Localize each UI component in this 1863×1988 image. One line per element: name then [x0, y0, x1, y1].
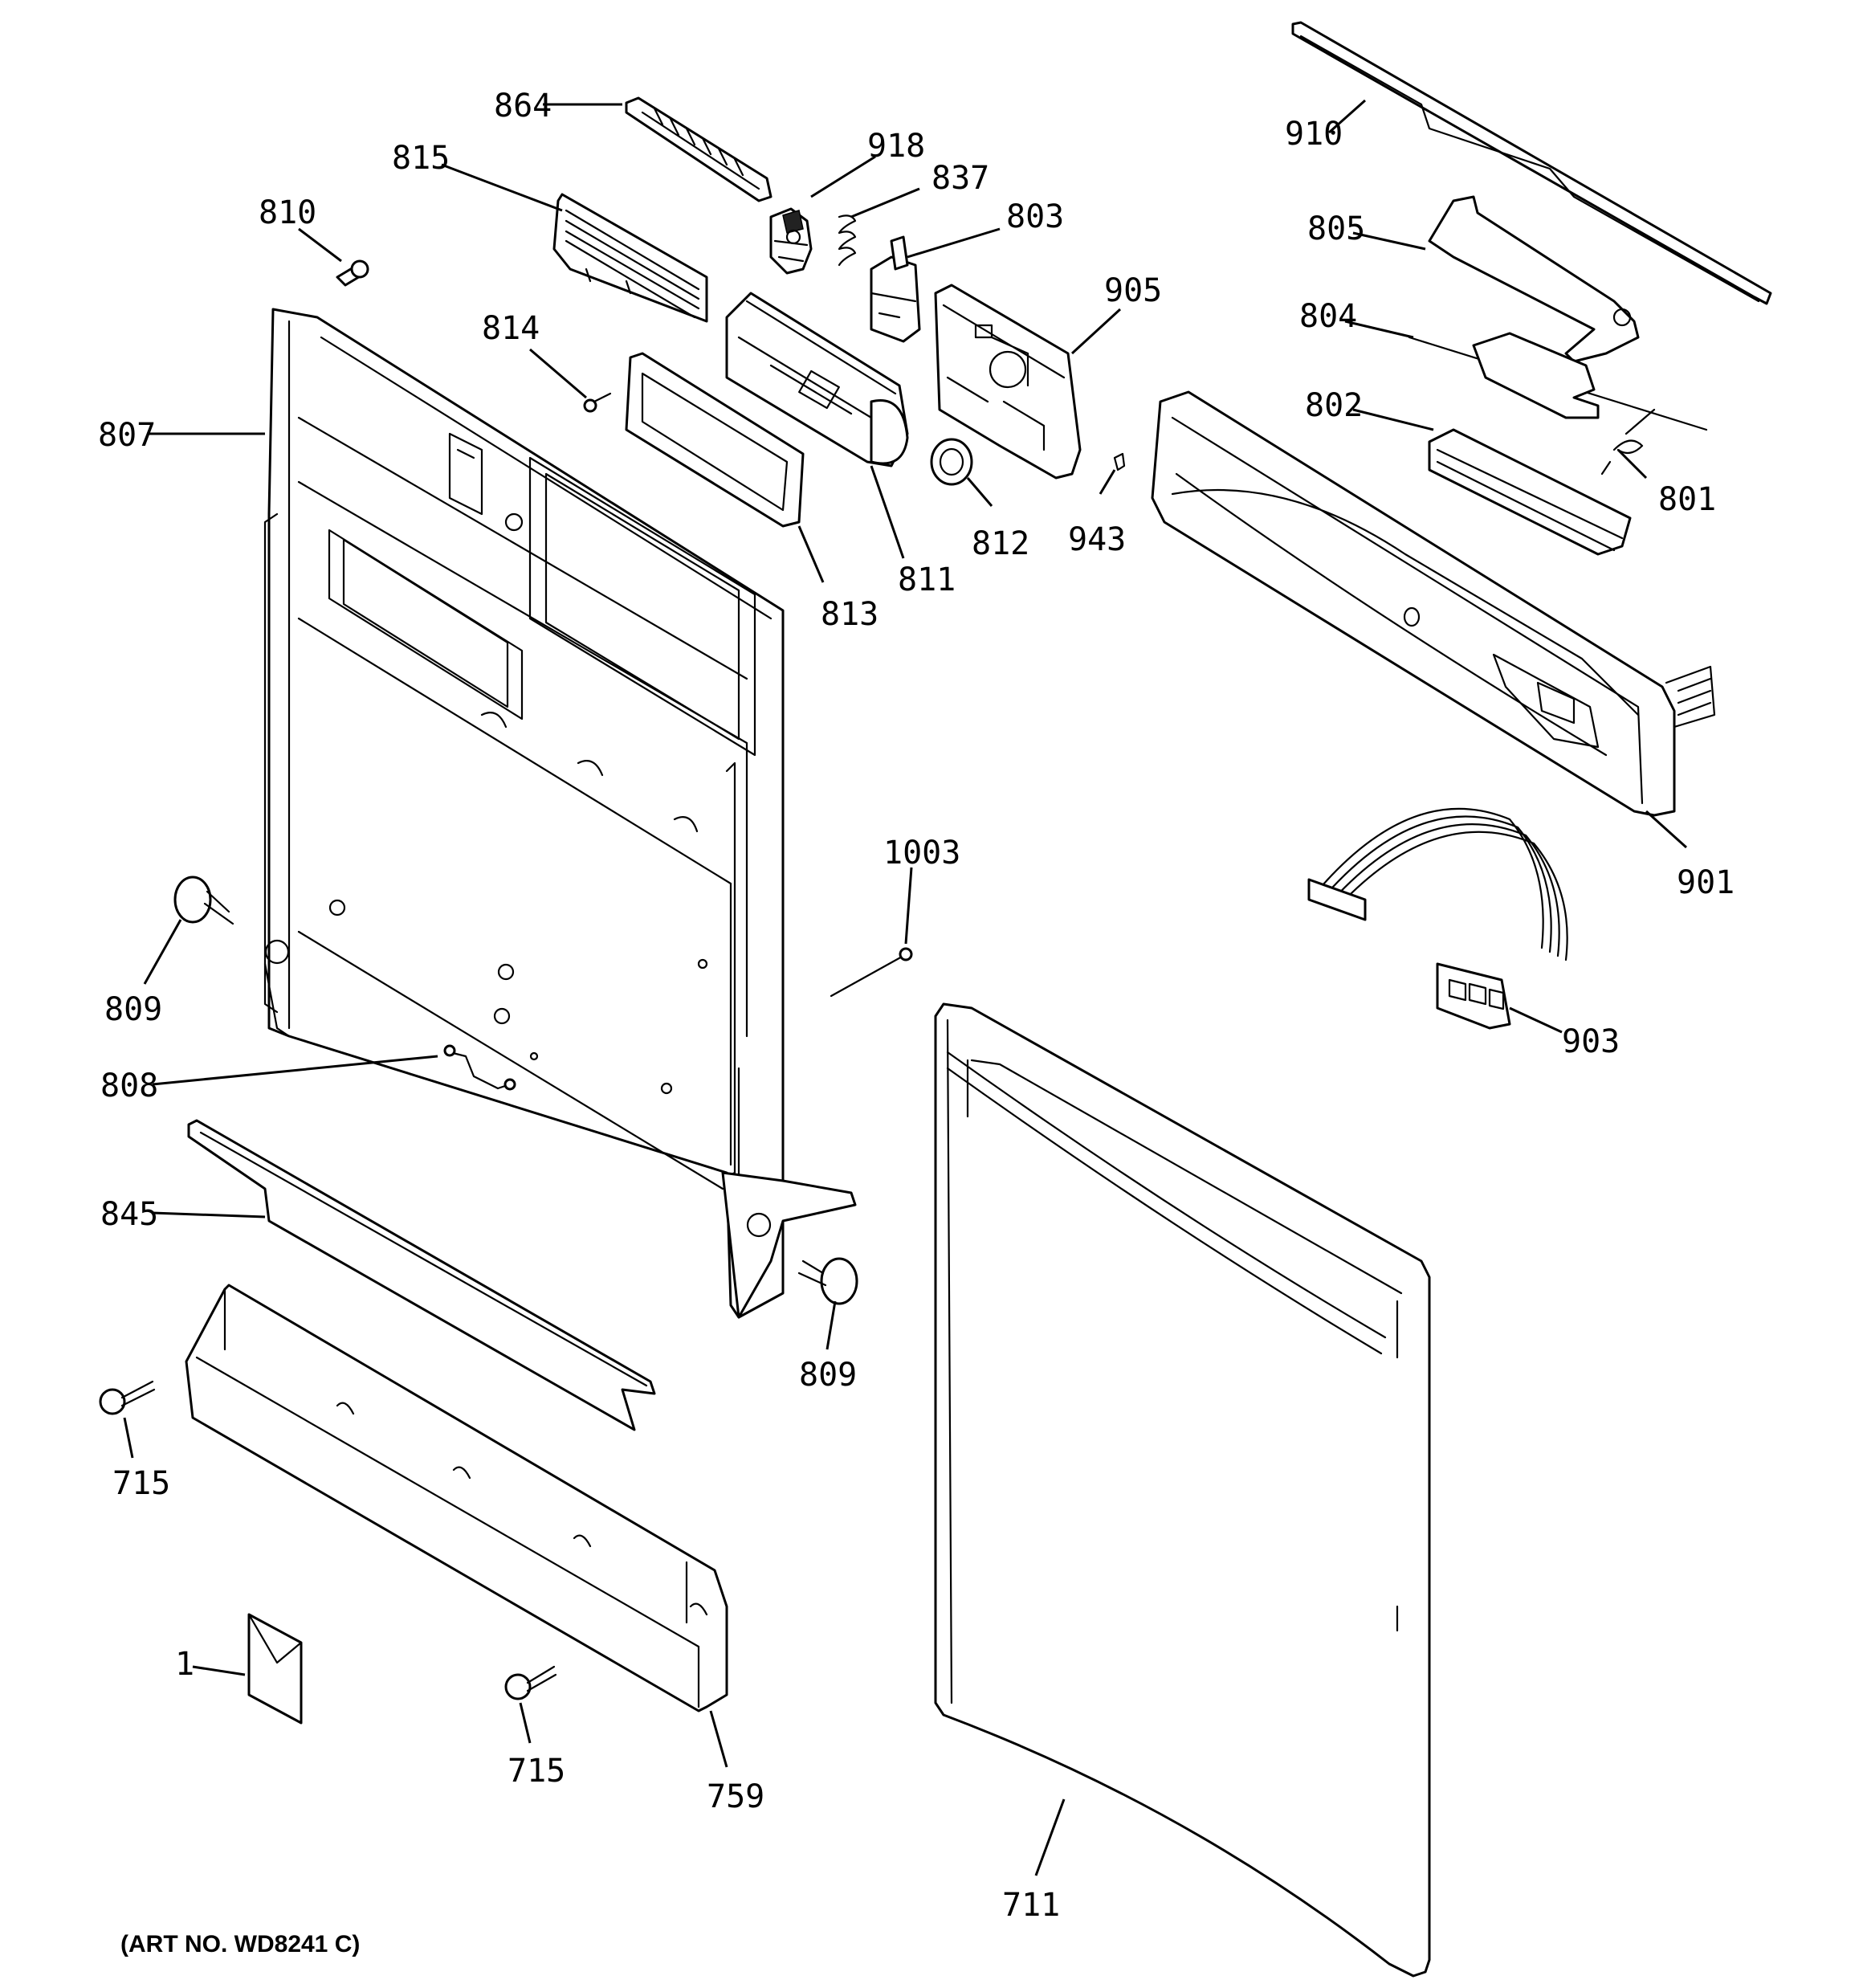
dispenser-gasket: [625, 352, 805, 528]
callout-905: 905: [1104, 272, 1162, 309]
callout-802: 802: [1305, 387, 1363, 424]
control-knob: [930, 438, 973, 486]
inner-door-frame: [263, 308, 857, 1319]
callout-1: 1: [175, 1646, 194, 1683]
detergent-dispenser: [725, 292, 909, 467]
callout-943: 943: [1068, 521, 1126, 558]
leveling-foot-right: [797, 1257, 858, 1305]
callout-813: 813: [821, 596, 879, 633]
control-console: [1151, 390, 1716, 817]
callout-910: 910: [1285, 116, 1343, 153]
outer-door-panel: [934, 1002, 1431, 1978]
screw-814: [583, 392, 612, 413]
callout-1003: 1003: [883, 835, 960, 872]
door-latch: [769, 207, 813, 275]
long-screw: [830, 947, 913, 998]
callout-901: 901: [1677, 864, 1735, 901]
control-board: [934, 284, 1082, 480]
kick-panel: [185, 1284, 728, 1712]
callout-803: 803: [1006, 198, 1064, 235]
callout-903: 903: [1562, 1023, 1620, 1060]
small-screw: [1113, 452, 1126, 471]
callout-809-left: 809: [104, 991, 162, 1028]
callout-715-right: 715: [508, 1753, 565, 1790]
leveling-foot-left: [173, 876, 234, 925]
callout-801: 801: [1658, 481, 1716, 518]
callout-809-right: 809: [799, 1357, 857, 1394]
callout-715-left: 715: [112, 1465, 170, 1502]
callout-837: 837: [932, 160, 989, 197]
toe-kick-trim: [187, 1119, 656, 1431]
literature-packet: [247, 1613, 303, 1725]
callout-805: 805: [1307, 210, 1365, 247]
handle-bar: [1428, 428, 1632, 556]
latch-bracket: [1428, 195, 1640, 363]
top-rail: [1291, 21, 1772, 305]
callout-711: 711: [1002, 1887, 1060, 1924]
hinge-rod: [1408, 332, 1708, 431]
leader-lines: [123, 99, 1688, 1876]
screw-715-left: [99, 1380, 156, 1415]
callout-804: 804: [1299, 298, 1357, 335]
callout-845: 845: [100, 1196, 158, 1233]
callout-810: 810: [259, 194, 316, 231]
callout-labels: 864 918 815 837 810 803 910 805 905 804 …: [98, 88, 1735, 1924]
callout-759: 759: [707, 1778, 764, 1815]
screw-810: [336, 259, 369, 287]
vent-cover: [552, 193, 708, 323]
latch-spring: [838, 214, 857, 267]
callout-864: 864: [494, 88, 552, 125]
callout-812: 812: [972, 525, 1029, 562]
art-number: (ART NO. WD8241 C): [120, 1931, 360, 1957]
callout-807: 807: [98, 417, 156, 454]
vent-strip: [625, 96, 773, 202]
callout-918: 918: [867, 128, 925, 165]
door-switch: [870, 235, 921, 343]
screw-715-right: [504, 1665, 557, 1700]
wire-harness: [1307, 807, 1568, 1030]
retaining-clip: [443, 1044, 516, 1091]
callout-811: 811: [898, 561, 956, 598]
callout-808: 808: [100, 1067, 158, 1104]
torsion-spring: [1600, 408, 1656, 476]
callout-815: 815: [392, 140, 450, 177]
callout-814: 814: [482, 310, 540, 347]
